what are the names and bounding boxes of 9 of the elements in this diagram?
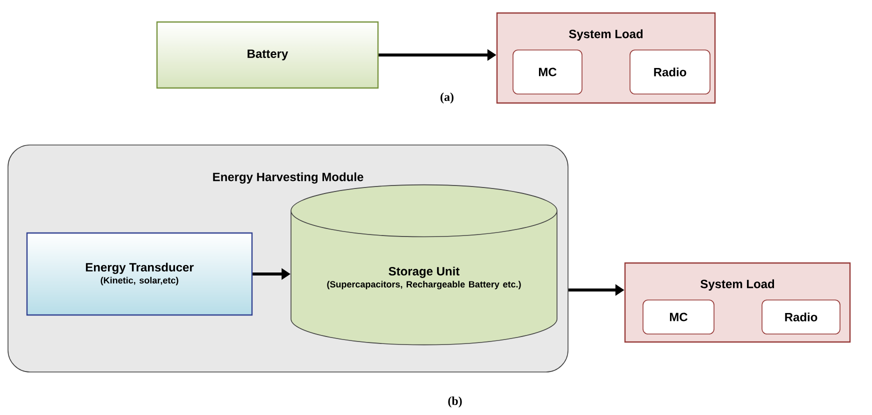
storage-cylinder: Storage Unit (Supercapacitors, Rechargeable Battery etc.): [290, 184, 558, 346]
component-box: Radio: [762, 300, 840, 334]
panel-label: (a): [440, 92, 454, 104]
process-box: Battery: [156, 21, 379, 89]
component-box: MC: [642, 300, 714, 334]
process-box: Energy Transducer (Kinetic, solar,etc): [26, 232, 253, 316]
component-box: Radio: [630, 50, 710, 94]
component-box: MC: [512, 50, 582, 94]
panel-label: (b): [448, 396, 462, 408]
